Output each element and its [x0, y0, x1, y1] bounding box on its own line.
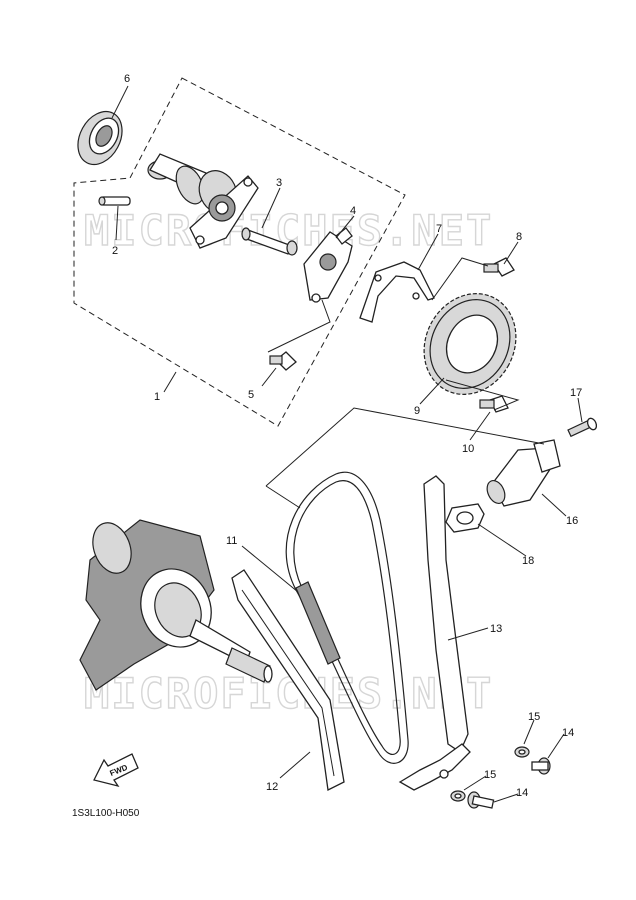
callout-16: 16: [566, 515, 578, 527]
callout-2: 2: [112, 245, 118, 257]
callout-3: 3: [276, 177, 282, 189]
cam-chain-part: [285, 471, 409, 764]
camshaft-assembly-outline: [73, 77, 406, 427]
chain-guide-13-part: [398, 475, 471, 791]
callout-8: 8: [516, 231, 522, 243]
washer-15-lower-part: [450, 790, 466, 802]
callout-15-lower: 15: [484, 769, 496, 781]
callout-6: 6: [124, 73, 130, 85]
bolt-17-part: [567, 417, 598, 438]
camshaft-part: [147, 153, 259, 249]
callout-15-upper: 15: [528, 711, 540, 723]
gasket-part: [445, 503, 485, 533]
callout-14-lower: 14: [516, 787, 528, 799]
callout-11: 11: [226, 535, 237, 547]
callout-4: 4: [350, 205, 356, 217]
callout-5: 5: [248, 389, 254, 401]
cam-sprocket-part: [423, 293, 517, 395]
bolt-14-upper-part: [531, 757, 551, 775]
bolt-14-lower-part: [467, 791, 495, 809]
callout-1: 1: [154, 391, 160, 403]
forward-arrow-icon: FWD: [93, 753, 139, 788]
bolt-8-part: [483, 257, 515, 277]
decompressor-lever-part: [303, 227, 353, 303]
callout-17: 17: [570, 387, 582, 399]
callout-13: 13: [490, 623, 502, 635]
decompressor-shaft-part: [241, 227, 298, 256]
leader-lines: [111, 85, 583, 803]
chain-tensioner-part: [486, 439, 561, 507]
callout-12: 12: [266, 781, 278, 793]
bearing-part: [77, 110, 123, 166]
bolt-10-part: [479, 395, 509, 413]
crankshaft-part: [79, 519, 273, 691]
callout-7: 7: [436, 223, 442, 235]
callout-10: 10: [462, 443, 474, 455]
diagram-code: 1S3L100-H050: [72, 808, 140, 819]
plate-part: [359, 261, 435, 323]
chain-guide-12-part: [231, 569, 345, 791]
callout-9: 9: [414, 405, 420, 417]
callout-18: 18: [522, 555, 534, 567]
bolt-5-part: [269, 351, 297, 371]
washer-15-upper-part: [514, 746, 530, 758]
dowel-pin-part: [98, 196, 131, 206]
watermark-lower: MICROFICHES.NET: [84, 669, 493, 718]
callout-14-upper: 14: [562, 727, 574, 739]
